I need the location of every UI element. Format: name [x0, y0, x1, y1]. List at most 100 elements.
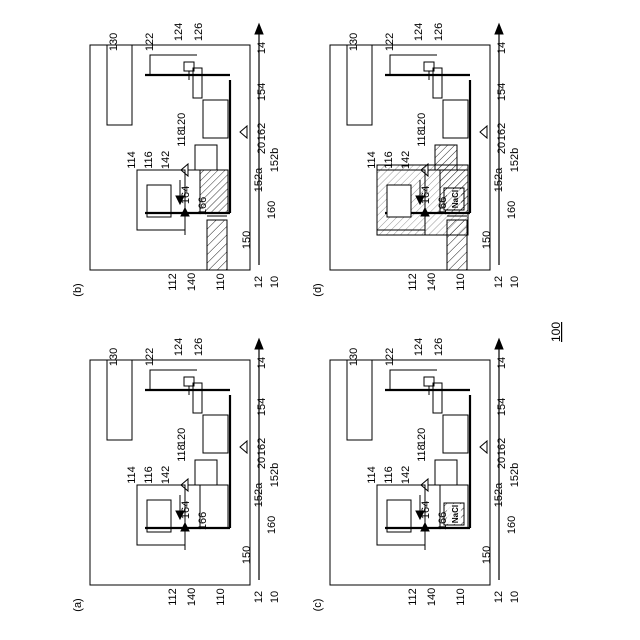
- transport-arrow-head: [255, 24, 263, 34]
- ref-160: 160: [506, 516, 518, 534]
- panel-c: (c)NaCl1241261221415416220152b152a160150…: [312, 338, 521, 612]
- controller-130: [347, 360, 372, 440]
- panel-caption: (c): [312, 599, 324, 612]
- figure-number: 100: [549, 322, 563, 342]
- transport-arrow-head: [495, 24, 503, 34]
- plate-126: [433, 383, 442, 413]
- transport-arrow-head: [255, 339, 263, 349]
- ref-152b: 152b: [269, 148, 281, 172]
- ref-14: 14: [496, 357, 508, 369]
- ref-120: 120: [416, 428, 428, 446]
- ref-10: 10: [509, 276, 521, 288]
- ref-152a: 152a: [253, 167, 265, 192]
- nacl-label: NaCl: [451, 505, 460, 523]
- ref-122: 122: [384, 348, 396, 366]
- triangle-20: [240, 126, 247, 138]
- panel-caption: (b): [72, 283, 84, 296]
- ref-112: 112: [407, 273, 419, 291]
- unit-114-d: [387, 185, 411, 217]
- ref-10: 10: [269, 591, 281, 603]
- ref-152b: 152b: [269, 463, 281, 487]
- ref-130: 130: [108, 348, 120, 366]
- ref-166: 166: [437, 197, 449, 215]
- ref-164: 164: [180, 501, 192, 519]
- ref-124: 124: [413, 338, 425, 356]
- gas-line-122: [390, 370, 437, 390]
- ref-110: 110: [455, 588, 467, 606]
- panel-d: (d)NaCl1241261221415416220152b152a160150…: [312, 23, 521, 297]
- ref-162: 162: [496, 123, 508, 141]
- ref-112: 112: [167, 588, 179, 606]
- ref-20: 20: [496, 142, 508, 154]
- ref-124: 124: [173, 338, 185, 356]
- ref-114: 114: [366, 151, 378, 169]
- ref-12: 12: [253, 276, 265, 288]
- ref-116: 116: [143, 151, 155, 169]
- ref-154: 154: [496, 398, 508, 416]
- ref-142: 142: [160, 151, 172, 169]
- ref-162: 162: [256, 123, 268, 141]
- ref-124: 124: [173, 23, 185, 41]
- ref-14: 14: [256, 42, 268, 54]
- ref-126: 126: [433, 23, 445, 41]
- ref-154: 154: [256, 398, 268, 416]
- triangle-20: [240, 441, 247, 453]
- ref-154: 154: [496, 83, 508, 101]
- ref-12: 12: [493, 591, 505, 603]
- ref-140: 140: [426, 273, 438, 291]
- ref-150: 150: [241, 231, 253, 249]
- ref-112: 112: [167, 273, 179, 291]
- ref-10: 10: [269, 276, 281, 288]
- ref-140: 140: [186, 273, 198, 291]
- ref-164: 164: [420, 186, 432, 204]
- component-120: [203, 415, 228, 453]
- ref-130: 130: [348, 33, 360, 51]
- ref-142: 142: [400, 151, 412, 169]
- ref-166: 166: [197, 197, 209, 215]
- ref-140: 140: [426, 588, 438, 606]
- triangle-20: [480, 126, 487, 138]
- ref-160: 160: [506, 201, 518, 219]
- ref-122: 122: [144, 33, 156, 51]
- panel-b: (b)1241261221415416220152b152a1601501101…: [72, 23, 281, 297]
- ref-166: 166: [197, 512, 209, 530]
- ref-160: 160: [266, 201, 278, 219]
- ref-166: 166: [437, 512, 449, 530]
- controller-130: [347, 45, 372, 125]
- ref-152a: 152a: [253, 482, 265, 507]
- ref-114: 114: [366, 466, 378, 484]
- ref-14: 14: [496, 42, 508, 54]
- ref-126: 126: [193, 23, 205, 41]
- component-118: [435, 460, 457, 485]
- ref-142: 142: [160, 466, 172, 484]
- triangle-20: [480, 441, 487, 453]
- gas-line-122: [150, 55, 197, 75]
- ref-130: 130: [348, 348, 360, 366]
- ref-154: 154: [256, 83, 268, 101]
- ref-116: 116: [383, 151, 395, 169]
- ref-124: 124: [413, 23, 425, 41]
- ref-110: 110: [215, 588, 227, 606]
- ref-120: 120: [416, 113, 428, 131]
- ref-130: 130: [108, 33, 120, 51]
- substrate-support: [207, 220, 227, 270]
- ref-160: 160: [266, 516, 278, 534]
- ref-20: 20: [256, 142, 268, 154]
- component-120: [443, 100, 468, 138]
- ref-12: 12: [253, 591, 265, 603]
- ref-140: 140: [186, 588, 198, 606]
- ref-150: 150: [481, 231, 493, 249]
- ref-20: 20: [256, 457, 268, 469]
- component-118-d: [435, 145, 457, 170]
- panel-caption: (d): [312, 283, 324, 296]
- panel-caption: (a): [72, 598, 84, 611]
- ref-126: 126: [433, 338, 445, 356]
- component-118: [195, 460, 217, 485]
- ref-164: 164: [180, 186, 192, 204]
- ref-116: 116: [383, 466, 395, 484]
- ref-120: 120: [176, 428, 188, 446]
- ref-122: 122: [384, 33, 396, 51]
- ref-150: 150: [481, 546, 493, 564]
- plate-126: [193, 68, 202, 98]
